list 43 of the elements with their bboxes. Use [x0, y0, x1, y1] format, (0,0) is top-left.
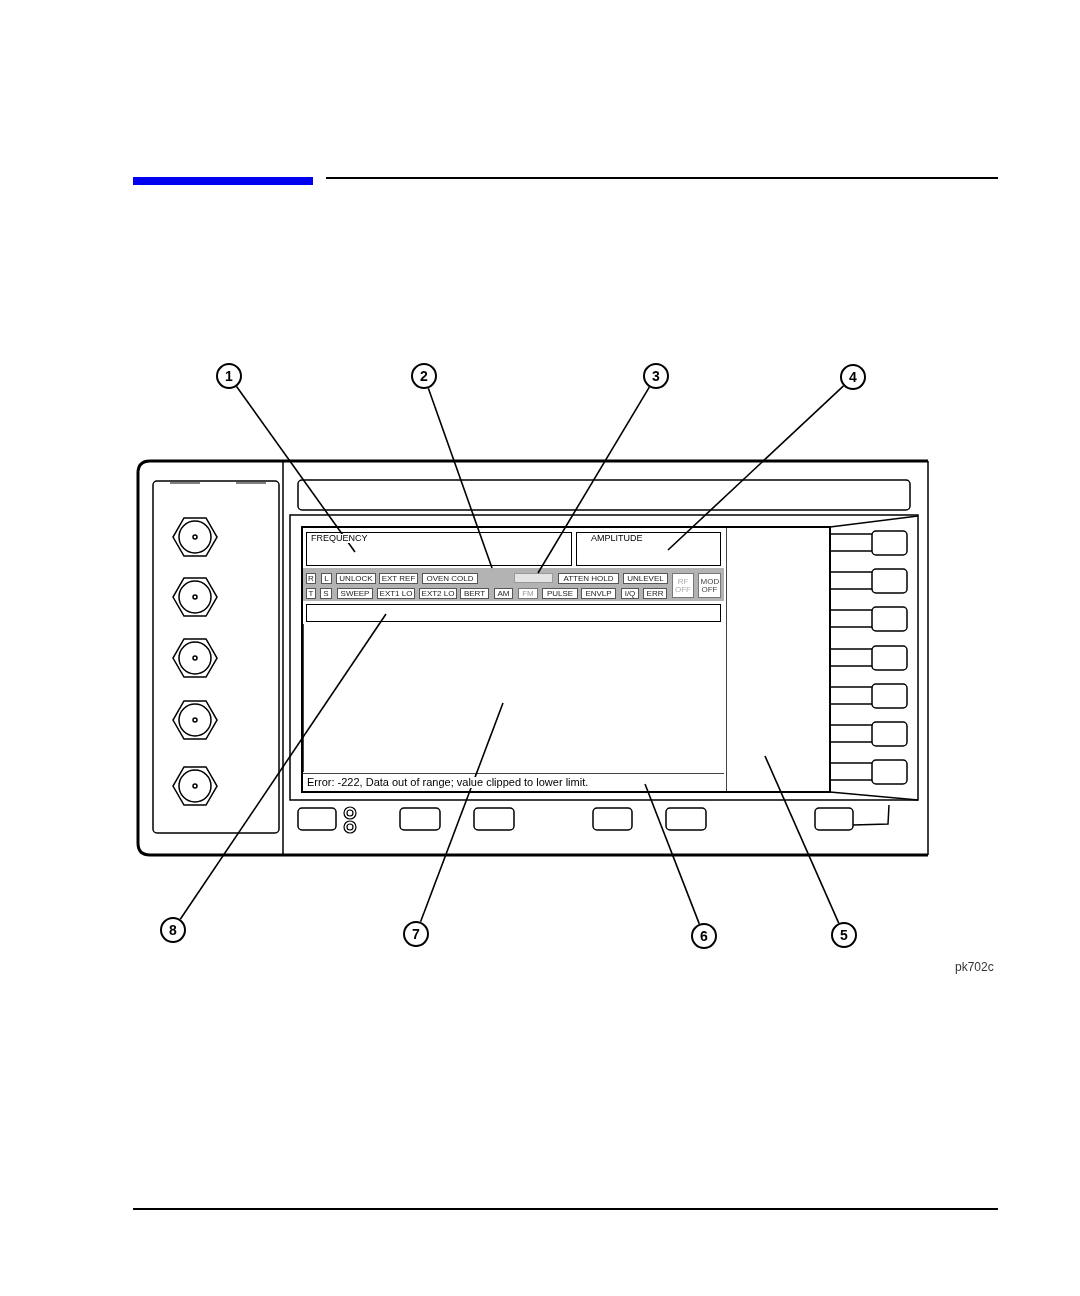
callout-number: 4: [840, 364, 866, 390]
annunciator-label: UNLOCK: [336, 573, 376, 584]
amplitude-display-area: AMPLITUDE: [576, 532, 721, 566]
callout-number: 8: [160, 917, 186, 943]
annunciator-label: PULSE: [542, 588, 578, 599]
annunciator-label: RF OFF: [672, 573, 694, 598]
callout-number: 2: [411, 363, 437, 389]
annunciator-label: FM: [518, 588, 538, 599]
callout-number: 1: [216, 363, 242, 389]
callout-number: 5: [831, 922, 857, 948]
annunciator-label: BERT: [460, 588, 489, 599]
annunciator-label: AM: [494, 588, 513, 599]
annunciator-label: UNLEVEL: [623, 573, 668, 584]
leader-line: [179, 613, 387, 920]
callout-number: 7: [403, 921, 429, 947]
callout-number: 3: [643, 363, 669, 389]
annunciator-label: OVEN COLD: [422, 573, 478, 584]
annunciator-label: ERR: [643, 588, 667, 599]
annunciator-label: R: [306, 573, 316, 584]
error-message-line: Error: -222, Data out of range; value clipped to lower limit.: [303, 773, 724, 791]
callout-number: 6: [691, 923, 717, 949]
figure-code: pk702c: [955, 959, 994, 976]
blank-annunciator: [514, 573, 553, 583]
annunciator-label: ENVLP: [581, 588, 616, 599]
frequency-display-area: FREQUENCY: [306, 532, 572, 566]
leader-line: [419, 702, 504, 923]
annunciator-label: EXT2 LO: [419, 588, 457, 599]
annunciator-label: T: [306, 588, 316, 599]
leader-line: [427, 387, 493, 569]
annunciator-bar: [303, 568, 724, 601]
annunciator-label: ATTEN HOLD: [558, 573, 619, 584]
annunciator-label: EXT REF: [379, 573, 418, 584]
leader-line: [764, 755, 840, 924]
leader-line: [537, 386, 651, 574]
leader-line: [644, 783, 701, 925]
annunciator-label: S: [320, 588, 332, 599]
annunciator-label: L: [321, 573, 332, 584]
annunciator-label: SWEEP: [337, 588, 373, 599]
annunciator-label: MOD OFF: [698, 573, 721, 598]
data-entry-area: [306, 604, 721, 622]
annunciator-label: EXT1 LO: [377, 588, 415, 599]
leader-line: [667, 385, 845, 551]
annunciator-label: I/Q: [621, 588, 639, 599]
